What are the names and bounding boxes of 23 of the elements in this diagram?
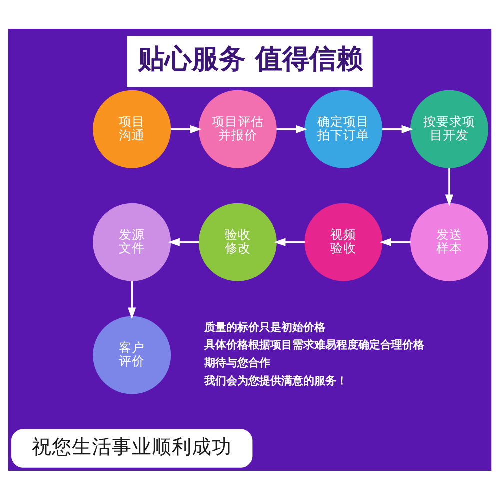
node-circle: 客户评价 (93, 316, 172, 394)
arrow (168, 238, 200, 246)
diagram-title: 贴心服务 值得信赖 (138, 44, 364, 75)
node-circle: 验收修改 (198, 203, 277, 282)
arrow (276, 125, 308, 134)
arrow (380, 238, 411, 246)
arrow (445, 168, 454, 206)
node-circle: 确定项目拍下订单 (304, 90, 383, 168)
node-circle: 按要求项目开发 (410, 90, 488, 168)
arrow (382, 125, 414, 134)
arrow (170, 125, 202, 134)
arrow (128, 281, 136, 320)
node-circle: 项目评估并报价 (198, 90, 277, 168)
label: 期待与您合作 (204, 356, 271, 370)
node-circle: 发送样本 (410, 203, 488, 282)
label: 质量的标价只是初始价格 (204, 320, 326, 334)
node-box: 祝您生活事业顺利成功 (12, 429, 253, 468)
node-circle: 项目沟通 (93, 90, 172, 168)
label: 我们会为您提供满意的服务！ (204, 374, 348, 388)
label: 具体价格根据项目需求难易程度确定合理价格 (204, 338, 425, 352)
node-circle: 发源文件 (93, 203, 172, 282)
node-circle: 视频验收 (304, 203, 383, 282)
arrow (274, 238, 305, 246)
